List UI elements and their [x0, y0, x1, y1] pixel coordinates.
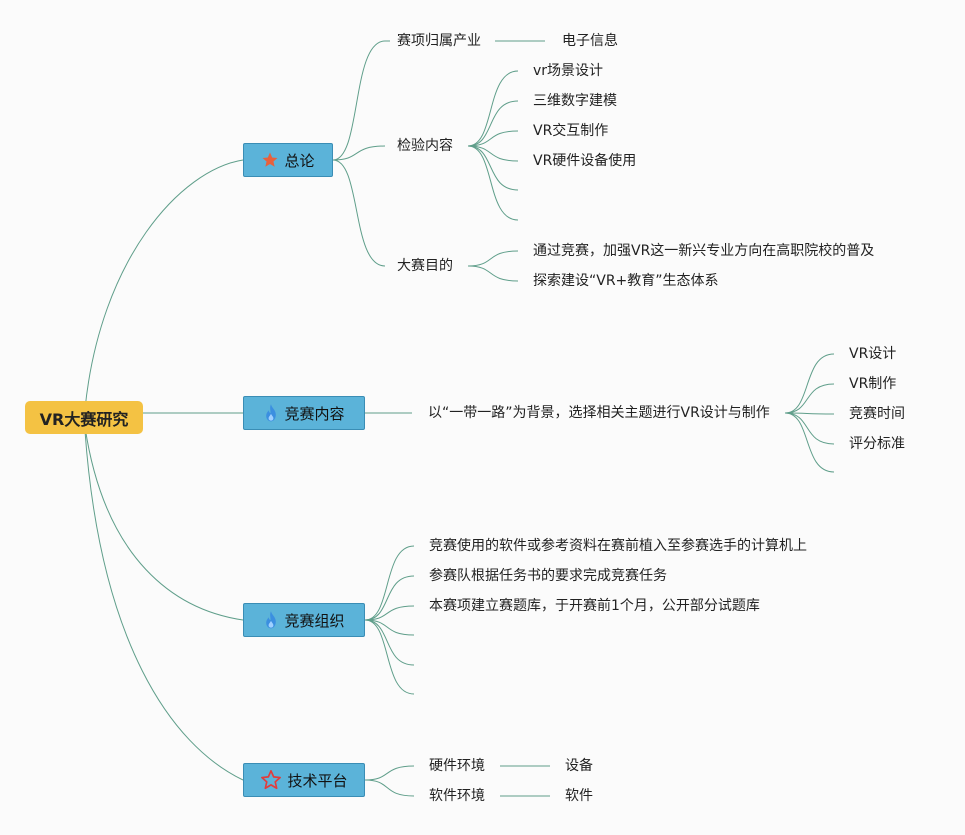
connector-line — [364, 619, 415, 666]
list-item[interactable]: 探索建设“VR+教育”生态体系 — [533, 273, 719, 289]
list-item[interactable]: vr场景设计 — [533, 63, 604, 79]
branch-content[interactable]: 竞赛内容 — [243, 396, 365, 430]
connector-line — [467, 145, 519, 221]
connector-line — [364, 605, 415, 621]
connector-line — [467, 145, 519, 162]
connector-line — [364, 545, 415, 621]
branch-platform-label: 技术平台 — [287, 771, 348, 790]
topic-inspection[interactable]: 检验内容 — [397, 138, 453, 154]
connector-line — [84, 430, 244, 781]
topic-hardware-value[interactable]: 设备 — [565, 758, 593, 774]
connector-line — [332, 40, 386, 161]
connector-line — [332, 145, 386, 161]
connector-line — [784, 412, 835, 473]
star-outline-icon — [260, 769, 282, 791]
connector-line — [84, 426, 244, 621]
fire-icon — [263, 610, 279, 630]
fire-icon — [263, 403, 279, 423]
connector-line — [467, 70, 519, 147]
list-item[interactable]: VR交互制作 — [533, 123, 609, 139]
list-item[interactable]: 通过竞赛，加强VR这一新兴专业方向在高职院校的普及 — [533, 243, 875, 259]
branch-organization[interactable]: 竞赛组织 — [243, 603, 365, 637]
list-item[interactable]: VR设计 — [849, 346, 897, 362]
connector-line — [364, 619, 415, 695]
star-filled-icon — [261, 151, 279, 169]
connector-line — [364, 575, 415, 621]
topic-software-value[interactable]: 软件 — [565, 788, 593, 804]
connector-line — [364, 765, 415, 781]
list-item[interactable]: 竞赛使用的软件或参考资料在赛前植入至参赛选手的计算机上 — [429, 538, 807, 554]
list-item[interactable]: 本赛项建立赛题库，于开赛前1个月，公开部分试题库 — [429, 598, 760, 614]
list-item[interactable]: VR制作 — [849, 376, 897, 392]
connector-line — [784, 353, 835, 414]
topic-software[interactable]: 软件环境 — [429, 788, 485, 804]
connector-line — [784, 412, 835, 415]
connector-line — [332, 159, 386, 267]
branch-organization-label: 竞赛组织 — [284, 611, 345, 630]
branch-overview[interactable]: 总论 — [243, 143, 333, 177]
list-item[interactable]: 三维数字建模 — [533, 93, 617, 109]
root-topic[interactable]: VR大赛研究 — [25, 401, 143, 434]
list-item[interactable]: VR硬件设备使用 — [533, 153, 637, 169]
connector-line — [784, 383, 835, 414]
connector-line — [364, 779, 415, 797]
connector-line — [467, 145, 519, 191]
topic-industry-value[interactable]: 电子信息 — [562, 33, 618, 49]
connector-line — [467, 100, 519, 147]
connector-line — [467, 130, 519, 147]
topic-industry[interactable]: 赛项归属产业 — [397, 33, 481, 49]
connector-line — [84, 159, 244, 410]
branch-content-label: 竞赛内容 — [284, 404, 345, 423]
connector-line — [467, 250, 519, 267]
topic-content-theme[interactable]: 以“一带一路”为背景，选择相关主题进行VR设计与制作 — [428, 405, 770, 421]
root-topic-label: VR大赛研究 — [39, 409, 129, 429]
list-item[interactable]: 评分标准 — [849, 436, 905, 452]
list-item[interactable]: 竞赛时间 — [849, 406, 905, 422]
branch-overview-label: 总论 — [284, 151, 315, 170]
topic-purpose[interactable]: 大赛目的 — [397, 258, 453, 274]
topic-hardware[interactable]: 硬件环境 — [429, 758, 485, 774]
connector-line — [364, 619, 415, 636]
list-item[interactable]: 参赛队根据任务书的要求完成竞赛任务 — [429, 568, 667, 584]
connector-line — [467, 265, 519, 282]
connector-line — [784, 412, 835, 445]
branch-platform[interactable]: 技术平台 — [243, 763, 365, 797]
